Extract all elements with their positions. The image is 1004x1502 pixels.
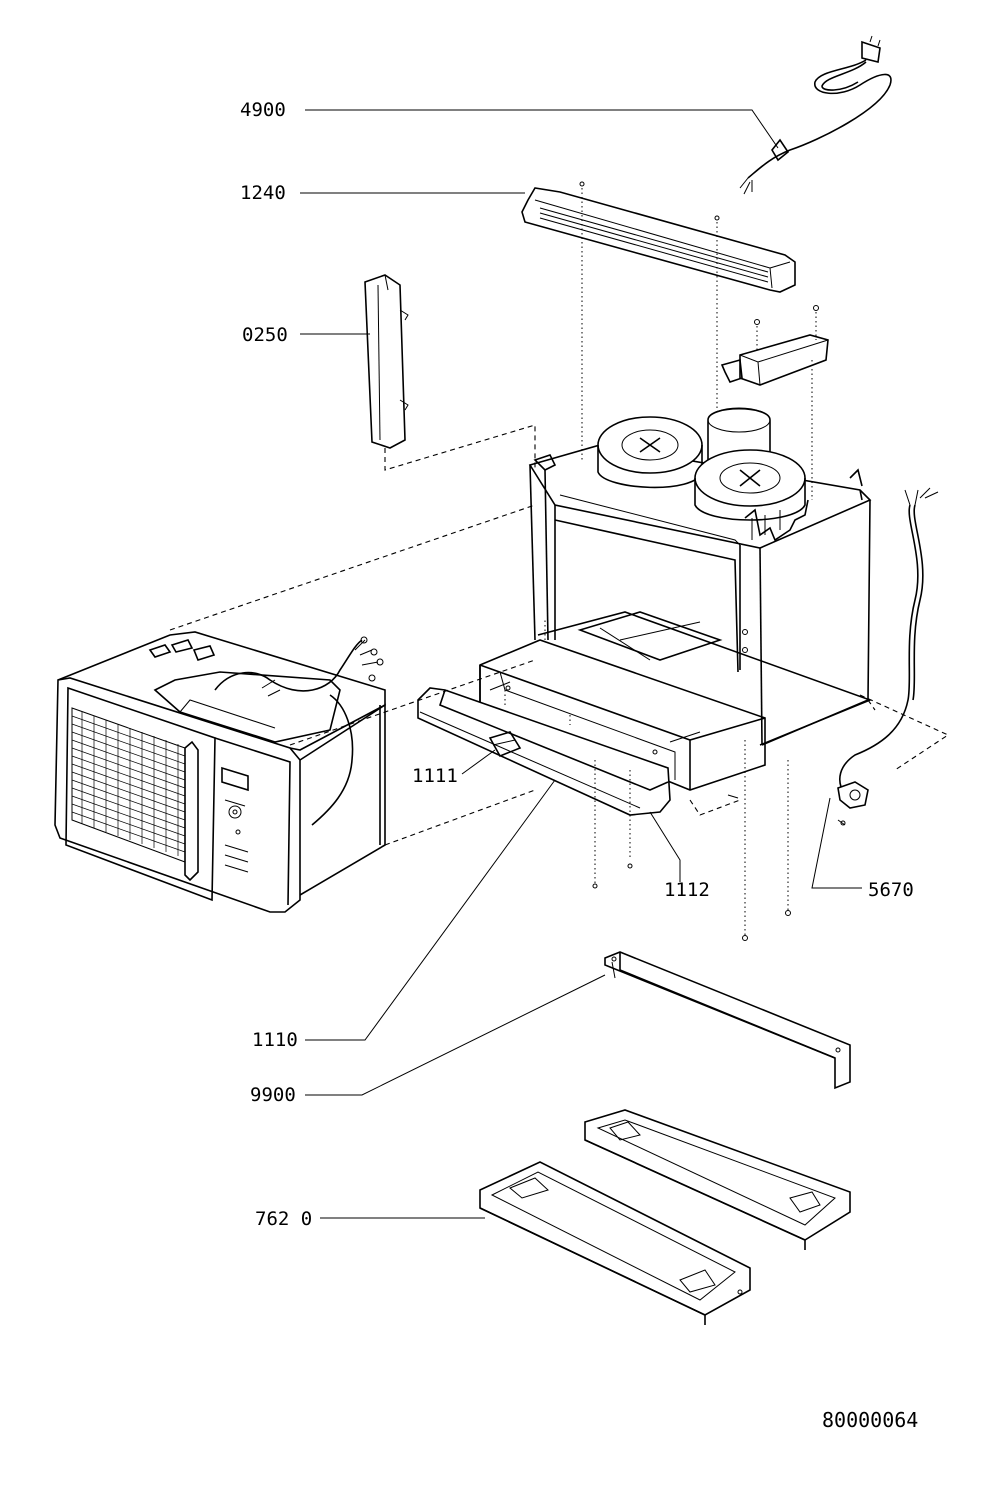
- callout-label-1111: 1111: [412, 765, 458, 787]
- callout-label-4900: 4900: [240, 99, 286, 121]
- callout-label-1240: 1240: [240, 182, 286, 204]
- microwave-oven-part: [54, 504, 536, 913]
- front-trim-part: [417, 687, 671, 889]
- filter-lower-part: [479, 1161, 751, 1325]
- callout-label-0250: 0250: [242, 324, 288, 346]
- callout-label-1110: 1110: [252, 1029, 298, 1051]
- sensor-cable-part: [837, 487, 939, 826]
- main-frame-part: [528, 407, 872, 746]
- small-bracket-part: [720, 305, 829, 500]
- filter-upper-part: [584, 1109, 851, 1250]
- power-cord-part: [739, 35, 892, 195]
- callout-label-5670: 5670: [868, 879, 914, 901]
- leader-lines: [300, 109, 862, 1219]
- document-number: 80000064: [822, 1408, 918, 1432]
- callout-label-7620: 762 0: [255, 1208, 312, 1230]
- callout-label-1112: 1112: [664, 879, 710, 901]
- lower-duct-part: [479, 611, 873, 791]
- top-grille-part: [521, 181, 796, 475]
- rail-part: [604, 951, 851, 1090]
- screws-part: [689, 694, 950, 941]
- callout-label-9900: 9900: [250, 1084, 296, 1106]
- side-bracket-part: [364, 274, 536, 471]
